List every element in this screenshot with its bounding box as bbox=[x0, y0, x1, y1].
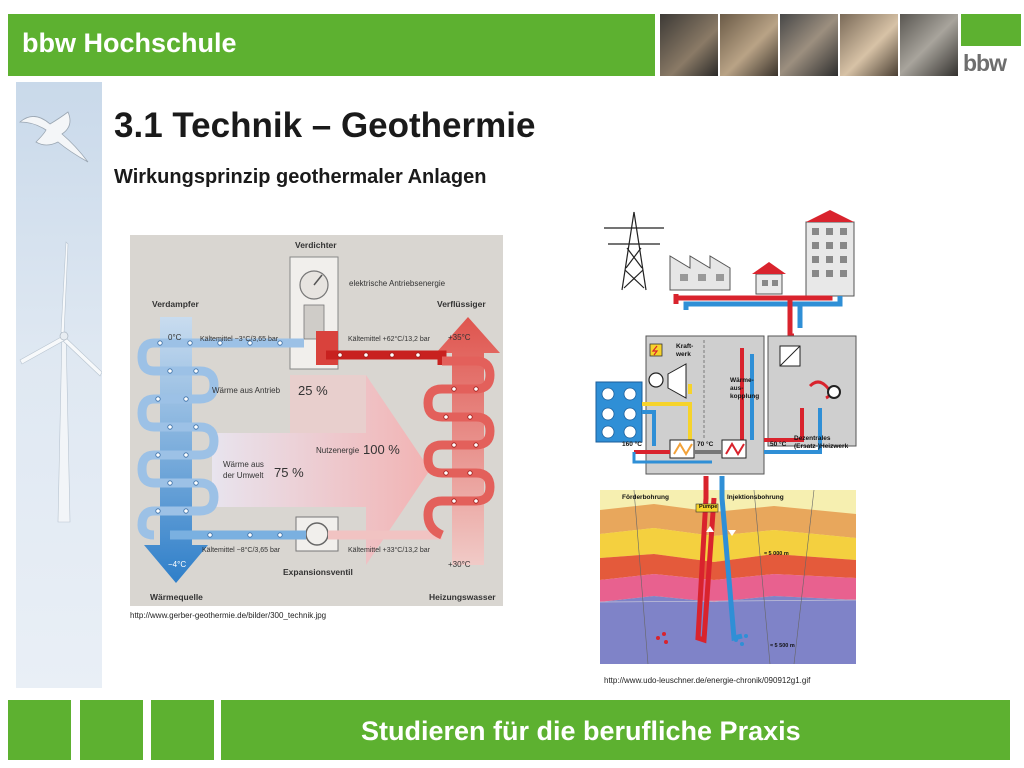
label-temp-plus30: +30°C bbox=[448, 560, 471, 569]
label-der-umwelt: der Umwelt bbox=[223, 471, 264, 480]
label-waerme-aus: Wärme aus bbox=[223, 460, 264, 469]
label-kaeltemittel-top-right: Kältemittel +62°C/13,2 bar bbox=[348, 336, 430, 343]
label-kaeltemittel-top-left: Kältemittel −3°C/3,65 bar bbox=[200, 336, 279, 343]
label-kraftwerk-1: Kraft- bbox=[676, 343, 694, 350]
geothermal-plant-diagram: Kraft- werk Wärme- aus- kopplung 160 °C … bbox=[594, 208, 858, 664]
label-verfluessiger: Verflüssiger bbox=[437, 299, 486, 309]
label-pumpe: Pumpe bbox=[699, 504, 718, 510]
label-dezentrales-1: Dezentrales bbox=[794, 435, 831, 442]
seagull-windturbine-image bbox=[18, 111, 102, 523]
label-kaeltemittel-bottom-left: Kältemittel −8°C/3,65 bar bbox=[202, 547, 281, 554]
label-temp-plus35: +35°C bbox=[448, 333, 471, 342]
label-temp-70: 70 °C bbox=[697, 441, 714, 448]
bbw-logo: bbw bbox=[961, 14, 1021, 76]
label-temp-160: 160 °C bbox=[622, 441, 642, 448]
label-waerme-aus-antrieb: Wärme aus Antrieb bbox=[212, 386, 281, 395]
header-bar bbox=[8, 14, 655, 76]
header-photo bbox=[840, 14, 898, 76]
geothermal-plant-graphic bbox=[595, 210, 857, 664]
label-temp-50: 50 °C bbox=[770, 441, 787, 448]
header-photo bbox=[900, 14, 958, 76]
label-depth-5500: ≈ 5 500 m bbox=[770, 643, 795, 649]
heat-pump-diagram-graphic bbox=[137, 256, 500, 583]
heat-pump-diagram: Verdichter elektrische Antriebsenergie V… bbox=[130, 235, 503, 606]
header-photo bbox=[780, 14, 838, 76]
label-foerderbohrung: Förderbohrung bbox=[622, 494, 669, 501]
label-kraftwerk-2: werk bbox=[676, 351, 691, 358]
source-caption-left: http://www.gerber-geothermie.de/bilder/3… bbox=[130, 611, 327, 620]
footer-square bbox=[80, 700, 143, 760]
label-pct-100: 100 % bbox=[363, 442, 400, 457]
slide-subtitle: Wirkungsprinzip geothermaler Anlagen bbox=[114, 166, 487, 188]
header-photo bbox=[720, 14, 778, 76]
source-caption-right: http://www.udo-leuschner.de/energie-chro… bbox=[604, 676, 811, 685]
label-depth-5000: ≈ 5 000 m bbox=[764, 551, 789, 557]
label-heizungswasser: Heizungswasser bbox=[429, 592, 496, 602]
header-photo bbox=[660, 14, 718, 76]
footer-square bbox=[151, 700, 214, 760]
footer-square bbox=[8, 700, 71, 760]
label-pct-25: 25 % bbox=[298, 383, 328, 398]
label-temp-minus4: −4°C bbox=[168, 560, 187, 569]
label-kaeltemittel-bottom-right: Kältemittel +33°C/13,2 bar bbox=[348, 547, 430, 554]
label-verdichter: Verdichter bbox=[295, 240, 337, 250]
side-decoration bbox=[16, 82, 102, 688]
footer-bar: Studieren für die berufliche Praxis bbox=[221, 700, 1010, 760]
footer-slogan: Studieren für die berufliche Praxis bbox=[361, 716, 801, 746]
label-expansionsventil: Expansionsventil bbox=[283, 567, 353, 577]
label-waerme-2: aus- bbox=[730, 385, 744, 392]
photo-strip bbox=[660, 14, 958, 76]
label-pct-75: 75 % bbox=[274, 465, 304, 480]
label-nutzenergie: Nutzenergie bbox=[316, 446, 360, 455]
label-injektionsbohrung: Injektionsbohrung bbox=[727, 494, 784, 501]
slide-title: 3.1 Technik – Geothermie bbox=[114, 106, 536, 145]
label-verdampfer: Verdampfer bbox=[152, 299, 199, 309]
label-waerme-3: kopplung bbox=[730, 393, 760, 400]
label-waermequelle: Wärmequelle bbox=[150, 592, 203, 602]
label-waerme-1: Wärme- bbox=[730, 377, 754, 384]
header-title: bbw Hochschule bbox=[22, 28, 237, 58]
label-temp-0: 0°C bbox=[168, 333, 182, 342]
label-elektrische-antriebsenergie: elektrische Antriebsenergie bbox=[349, 279, 446, 288]
label-dezentrales-2: (Ersatz-)Heizwerk bbox=[794, 443, 849, 450]
